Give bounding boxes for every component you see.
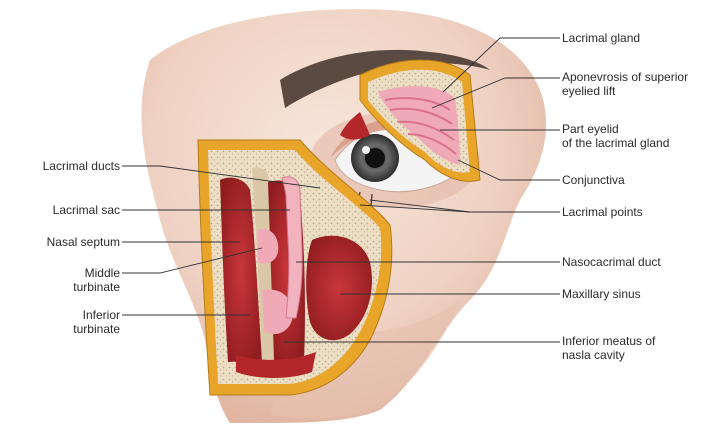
- label-maxillary-sinus: Maxillary sinus: [562, 287, 641, 301]
- label-middle-turbinate: Middle turbinate: [14, 266, 120, 294]
- label-part-eyelid: Part eyelid of the lacrimal gland: [562, 122, 669, 150]
- label-lacrimal-ducts: Lacrimal ducts: [14, 159, 120, 173]
- label-part-eyelid-line1: Part eyelid: [562, 122, 669, 136]
- label-middle-turbinate-line1: Middle: [14, 266, 120, 280]
- label-lacrimal-sac: Lacrimal sac: [14, 203, 120, 217]
- label-inferior-turbinate: Inferior turbinate: [14, 308, 120, 336]
- label-inferior-turbinate-line2: turbinate: [14, 322, 120, 336]
- label-inferior-meatus-line1: Inferior meatus of: [562, 334, 655, 348]
- label-inferior-meatus-line2: nasla cavity: [562, 348, 655, 362]
- label-part-eyelid-line2: of the lacrimal gland: [562, 136, 669, 150]
- label-nasolacrimal-duct: Nasocacrimal duct: [562, 255, 661, 269]
- label-aponevrosis-line2: eyelied lift: [562, 84, 688, 98]
- label-nasal-septum: Nasal septum: [14, 235, 120, 249]
- label-middle-turbinate-line2: turbinate: [14, 280, 120, 294]
- label-lacrimal-points: Lacrimal points: [562, 205, 643, 219]
- label-inferior-meatus: Inferior meatus of nasla cavity: [562, 334, 655, 362]
- label-lacrimal-gland: Lacrimal gland: [562, 31, 640, 45]
- label-aponevrosis: Aponevrosis of superior eyelied lift: [562, 70, 688, 98]
- label-inferior-turbinate-line1: Inferior: [14, 308, 120, 322]
- label-aponevrosis-line1: Aponevrosis of superior: [562, 70, 688, 84]
- label-conjunctiva: Conjunctiva: [562, 173, 625, 187]
